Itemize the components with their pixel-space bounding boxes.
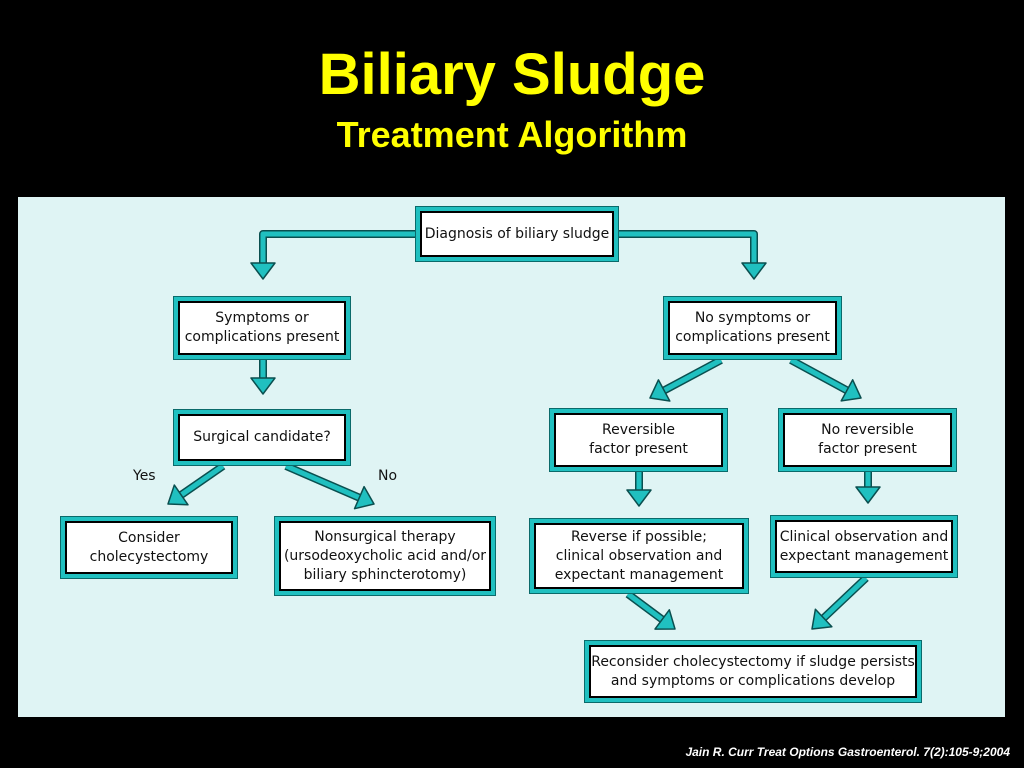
node-consider-cholecystectomy: Consider cholecystectomy <box>60 516 238 579</box>
flowchart-arrows <box>167 230 881 630</box>
node-nonsurgical-therapy: Nonsurgical therapy (ursodeoxycholic aci… <box>274 516 496 596</box>
node-no-reversible-factor: No reversible factor present <box>778 408 957 472</box>
node-surgical-candidate: Surgical candidate? <box>173 409 351 466</box>
branch-label-no: No <box>378 468 398 484</box>
arrow-no-symptoms-to-reversible <box>649 356 723 402</box>
slide-title: Biliary Sludge <box>318 42 706 107</box>
node-reverse-if-possible: Reverse if possible; clinical observatio… <box>529 518 749 594</box>
node-clinical-observation: Clinical observation and expectant manag… <box>770 515 958 578</box>
citation: Jain R. Curr Treat Options Gastroenterol… <box>685 745 1010 759</box>
node-symptoms-present: Symptoms or complications present <box>173 296 351 360</box>
node-no-symptoms: No symptoms or complications present <box>663 296 842 360</box>
arrow-symptoms-to-surgical <box>250 360 276 395</box>
slide-subtitle: Treatment Algorithm <box>336 114 688 155</box>
node-diagnosis: Diagnosis of biliary sludge <box>415 206 619 262</box>
arrow-no-reversible-to-observation <box>855 472 881 504</box>
arrow-surgical-to-cholecystectomy <box>167 462 226 506</box>
node-reversible-factor: Reversible factor present <box>549 408 728 472</box>
arrow-diagnosis-to-no-symptoms <box>619 230 767 280</box>
flowchart-panel: Diagnosis of biliary sludge Symptoms or … <box>18 197 1005 717</box>
arrow-reverse-to-reconsider <box>625 590 676 630</box>
arrow-no-symptoms-to-no-reversible <box>789 356 862 402</box>
arrow-surgical-to-nonsurgical <box>284 462 375 510</box>
node-reconsider-cholecystectomy: Reconsider cholecystectomy if sludge per… <box>584 640 922 703</box>
arrow-diagnosis-to-symptoms <box>250 230 415 280</box>
branch-label-yes: Yes <box>133 468 156 484</box>
arrow-observation-to-reconsider <box>811 575 869 630</box>
arrow-reversible-to-reverse <box>626 472 652 507</box>
